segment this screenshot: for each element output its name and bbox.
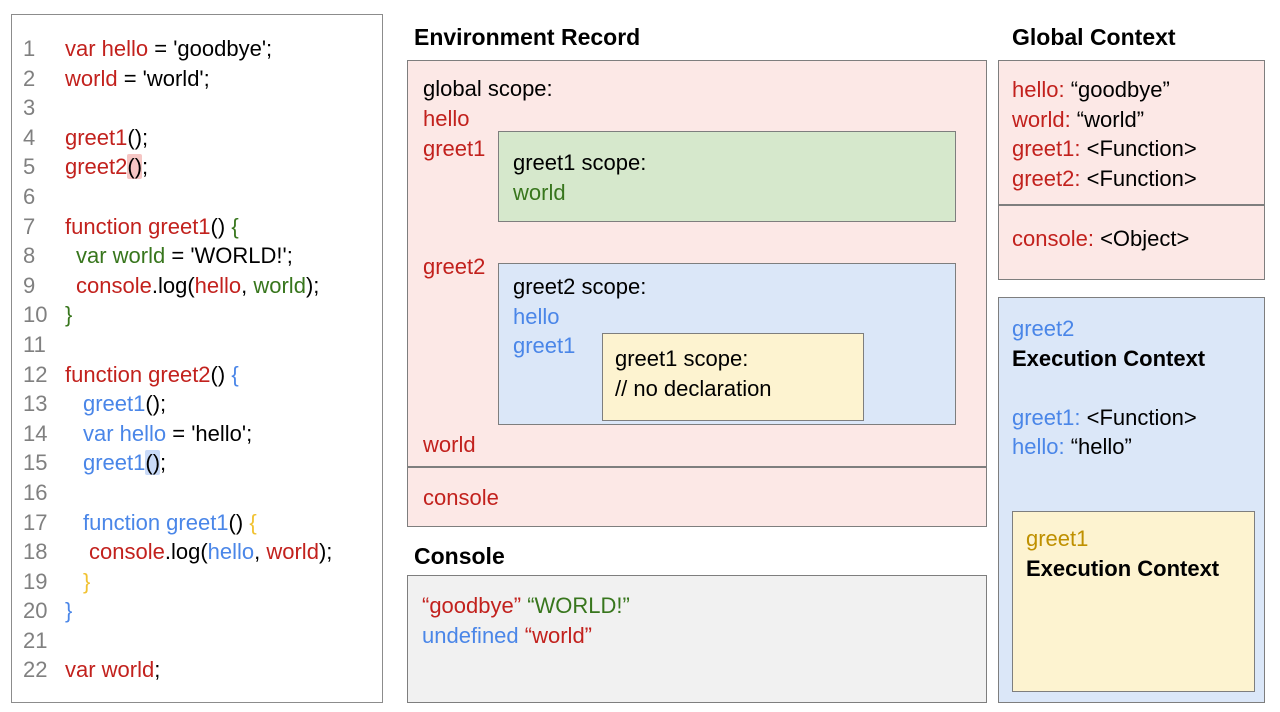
global-context-variables-box: hello: “goodbye” world: “world” greet1: … [998, 60, 1265, 205]
global-context-entry: greet2: <Function> [1012, 166, 1197, 192]
line-number: 18 [23, 539, 48, 565]
inner-greet1-scope-box: greet1 scope: // no declaration [602, 333, 864, 421]
greet1-scope-label: greet1 scope: [513, 150, 647, 175]
spacer [1012, 373, 1251, 403]
greet2-context-entry: hello: “hello” [1012, 434, 1132, 460]
line-number: 21 [23, 627, 48, 653]
execution-context-label: Execution Context [1012, 345, 1206, 371]
greet2-scope-var-greet1: greet1 [513, 333, 576, 359]
code-line: 20} [23, 596, 382, 626]
line-number: 6 [23, 183, 36, 209]
console-title: Console [414, 543, 505, 569]
code-line: 3 [23, 93, 382, 123]
console-var-label: console [423, 485, 499, 510]
inner-greet1-scope-comment: // no declaration [615, 375, 772, 401]
line-number: 3 [23, 95, 36, 121]
line-number: 10 [23, 302, 48, 328]
code-line: 16 [23, 478, 382, 508]
greet1-execution-context-name: greet1 [1026, 526, 1089, 551]
code-line: 19} [23, 567, 382, 597]
global-var-greet1: greet1 [423, 136, 486, 161]
greet2-scope-label: greet2 scope: [513, 274, 647, 299]
console-output-line: “goodbye” “WORLD!” [422, 593, 630, 618]
line-number: 8 [23, 243, 36, 269]
line-number: 17 [23, 509, 48, 535]
console-output-line: undefined “world” [422, 623, 593, 648]
greet2-scope-var-hello: hello [513, 303, 560, 329]
global-var-hello: hello [423, 106, 470, 131]
environment-record-global-scope-box: global scope: hello greet1 greet2 world … [407, 60, 987, 467]
global-context-console-box: console: <Object> [998, 205, 1265, 280]
line-number: 2 [23, 65, 36, 91]
code-line: 11 [23, 330, 382, 360]
line-number: 14 [23, 420, 48, 446]
execution-context-label: Execution Context [1026, 555, 1220, 581]
line-number: 5 [23, 154, 36, 180]
global-context-entry: world: “world” [1012, 106, 1145, 132]
global-context-title: Global Context [1012, 24, 1176, 50]
code-line: 21 [23, 626, 382, 656]
greet2-scope-box: greet2 scope: hello greet1 greet1 scope:… [498, 263, 956, 425]
line-number: 22 [23, 657, 48, 683]
code-line: 6 [23, 182, 382, 212]
line-number: 15 [23, 450, 48, 476]
line-number: 20 [23, 598, 48, 624]
greet1-execution-context-box: greet1 Execution Context [1012, 511, 1255, 692]
line-number: 1 [23, 36, 36, 61]
global-var-world: world [423, 432, 476, 457]
global-context-entry: greet1: <Function> [1012, 136, 1197, 162]
greet1-scope-var-world: world [513, 179, 566, 205]
console-output-box: “goodbye” “WORLD!” undefined “world” [407, 575, 987, 703]
greet1-scope-box: greet1 scope: world [498, 131, 956, 222]
greet2-execution-context-panel: greet2 Execution Context greet1: <Functi… [998, 297, 1265, 703]
global-scope-label: global scope: [423, 76, 553, 101]
line-number: 19 [23, 568, 48, 594]
line-number: 13 [23, 391, 48, 417]
line-number: 11 [23, 331, 46, 357]
line-number: 12 [23, 361, 48, 387]
line-number: 4 [23, 124, 36, 150]
line-number: 7 [23, 213, 36, 239]
global-context-entry: hello: “goodbye” [1012, 77, 1170, 102]
environment-record-title: Environment Record [414, 24, 641, 50]
code-line: 10} [23, 300, 382, 330]
greet2-context-entry: greet1: <Function> [1012, 404, 1197, 430]
global-var-greet2: greet2 [423, 254, 486, 279]
inner-greet1-scope-label: greet1 scope: [615, 346, 749, 371]
line-number: 16 [23, 479, 48, 505]
line-number: 9 [23, 272, 36, 298]
greet2-execution-context-name: greet2 [1012, 316, 1075, 341]
global-context-console-entry: console: <Object> [1012, 226, 1190, 251]
environment-record-console-box: console [407, 467, 987, 527]
